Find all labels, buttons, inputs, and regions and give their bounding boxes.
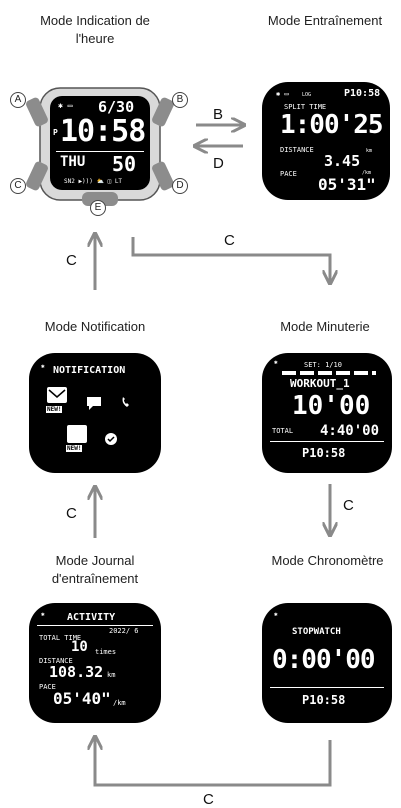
training-clock: P10:58 [344, 88, 381, 99]
bluetooth-icon: ✱ [41, 611, 45, 618]
arrow-label-c4: C [66, 505, 77, 522]
mail-icon [47, 387, 67, 403]
time-pm: P [53, 128, 58, 137]
time-seconds: 50 [112, 152, 137, 176]
timer-main: 10'00 [292, 391, 371, 421]
log-pace-label: PACE [39, 683, 56, 691]
log-distance-label: DISTANCE [39, 657, 73, 665]
stopwatch-clock: P10:58 [302, 693, 346, 707]
mode-training-title: Mode Entraînement [267, 13, 383, 28]
stopwatch-divider [270, 687, 384, 688]
timer-clock: P10:58 [302, 446, 346, 460]
mode-time-title-line1: Mode Indication de [40, 13, 150, 28]
mode-time-title: Mode Indication de l'heure [15, 12, 175, 48]
timer-screen: ✱ SET: 1/10 WORKOUT_1 10'00 TOTAL 4:40'0… [262, 353, 392, 473]
log-header: ACTIVITY [67, 612, 116, 623]
button-e-label: E [90, 200, 106, 216]
arrow-c-time-to-timer [131, 237, 330, 282]
training-split: 1:00'25 [280, 110, 384, 140]
log-times: 10 [71, 639, 88, 655]
mode-timer-title: Mode Minuterie [280, 319, 370, 334]
log-pace: 05'40" [53, 689, 111, 708]
training-split-label: SPLIT TIME [284, 103, 327, 111]
mode-time-title-line2: l'heure [75, 31, 115, 46]
timer-set: SET: 1/10 [304, 361, 342, 369]
timer-workout: WORKOUT_1 [290, 377, 350, 390]
log-divider [37, 625, 153, 626]
training-distance-label: DISTANCE [280, 146, 314, 154]
log-distance: 108.32 [49, 663, 104, 681]
training-pace-unit: /km [362, 170, 372, 176]
bluetooth-icon: ✱ ▭ [58, 101, 73, 110]
message-icon [87, 397, 101, 410]
button-c-label: C [10, 178, 26, 194]
log-screen: ✱ ACTIVITY 2022/ 6 TOTAL TIME 10 times D… [29, 603, 161, 723]
arrow-label-c5: C [203, 791, 214, 808]
button-a-label: A [10, 92, 26, 108]
training-pace: 05'31" [318, 175, 376, 194]
mode-stopwatch-title: Mode Chronomètre [271, 553, 384, 568]
log-pace-unit: /km [113, 699, 126, 707]
training-screen: ✱ ▭ LOG P10:58 SPLIT TIME 1:00'25 DISTAN… [262, 82, 390, 200]
timer-total: 4:40'00 [320, 423, 380, 439]
phone-icon [122, 397, 129, 407]
timer-total-label: TOTAL [272, 427, 294, 435]
arrow-c-stopwatch-to-log [95, 738, 332, 787]
mode-notification-title: Mode Notification [44, 319, 146, 334]
training-distance: 3.45 [324, 152, 361, 170]
timer-progress-segments [282, 371, 376, 375]
log-total-time-label: TOTAL TIME [39, 634, 82, 642]
training-distance-unit: km [366, 148, 373, 154]
training-pace-label: PACE [280, 170, 297, 178]
watch-time-mode: A B C D E ✱ ▭ 6/30 P 10:58 THU 50 SN2 ▶)… [10, 80, 188, 216]
bluetooth-icon: ✱ [41, 363, 45, 370]
bluetooth-icon: ✱ ▭ [276, 90, 289, 98]
arrow-label-c3: C [343, 497, 354, 514]
log-times-unit: times [95, 648, 117, 656]
stopwatch-header: STOPWATCH [292, 627, 341, 637]
time-indicators: SN2 ▶))) ⛅ ◫ LT [64, 178, 123, 185]
arrow-label-b: B [213, 106, 224, 123]
log-date: 2022/ 6 [109, 627, 139, 635]
time-date: 6/30 [98, 98, 135, 116]
training-log: LOG [302, 92, 312, 98]
bluetooth-icon: ✱ [274, 359, 278, 366]
stopwatch-screen: ✱ STOPWATCH 0:00'00 P10:58 [262, 603, 392, 723]
bluetooth-icon: ✱ [274, 611, 278, 618]
mode-log-title-line1: Mode Journal [55, 553, 135, 568]
arrow-label-c2: C [66, 252, 77, 269]
notification-screen: ✱ NOTIFICATION NEW! NEW! [29, 353, 161, 473]
button-b-label: B [172, 92, 188, 108]
calendar-icon [67, 425, 87, 443]
notification-icons [47, 387, 129, 445]
arrow-label-c1: C [224, 232, 235, 249]
time-day: THU [60, 154, 86, 170]
notification-header: NOTIFICATION [53, 365, 126, 376]
notification-new-calendar: NEW! [66, 445, 83, 452]
notification-new-mail: NEW! [46, 406, 63, 413]
button-d-label: D [172, 178, 188, 194]
log-distance-unit: km [107, 671, 116, 679]
time-screen: ✱ ▭ 6/30 P 10:58 THU 50 SN2 ▶))) ⛅ ◫ LT [50, 96, 150, 190]
stopwatch-time: 0:00'00 [272, 645, 376, 675]
arrow-label-d: D [213, 155, 224, 172]
timer-divider [270, 441, 384, 442]
time-divider [56, 151, 144, 152]
time-main: 10:58 [60, 114, 146, 149]
mode-log-title-line2: d'entraînement [51, 571, 139, 586]
mode-log-title: Mode Journal d'entraînement [20, 552, 170, 588]
